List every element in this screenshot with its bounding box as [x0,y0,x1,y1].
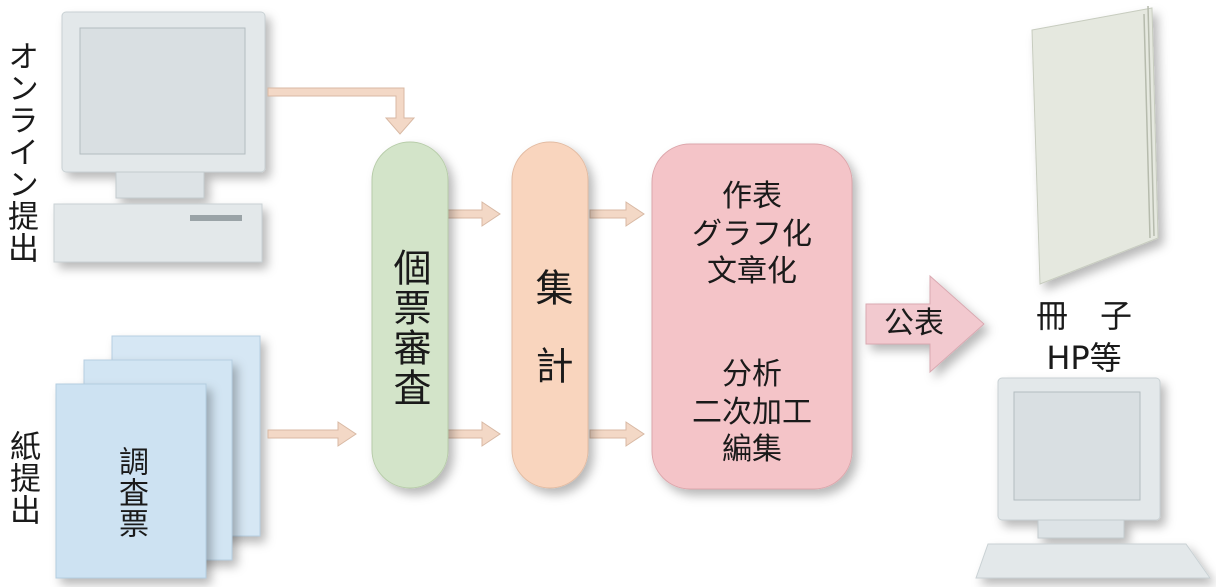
output-item: 分析 [722,357,782,392]
booklet-label: 冊 子 [1035,297,1132,335]
booklet-icon [1031,7,1159,285]
online-computer-icon [53,11,266,263]
hp-label: HP等 [1046,339,1122,377]
review-stage-label: 個票審査 [387,248,431,408]
arrow-online-to-review [267,87,416,135]
arrows [267,87,645,447]
publish-arrow [865,274,985,374]
output-item: 二次加工 [692,394,812,430]
aggregate-stage [511,141,589,489]
output-item: 文章化 [707,254,797,289]
outputs-top-list: 作表 グラフ化 文章化 [652,178,852,291]
paper-submission-label: 紙提出 [4,430,40,526]
arrow-aggregate-to-outputs-top [589,201,645,227]
paper-form-label: 調査票 [113,446,148,539]
outputs-stage [651,143,853,490]
arrow-paper-to-review [267,421,357,447]
hp-computer-icon [975,377,1211,579]
paper-forms-icon [55,335,261,579]
output-item: 編集 [722,432,782,467]
review-stage [371,141,449,489]
output-item: 作表 [722,179,782,214]
outputs-bottom-list: 分析 二次加工 編集 [652,356,852,469]
aggregate-stage-label: 集計 [529,268,573,424]
online-submission-label: オンライン提出 [2,40,38,264]
arrow-review-to-aggregate-bottom [445,421,501,447]
publish-label: 公表 [884,306,944,341]
arrow-review-to-aggregate-top [445,201,501,227]
output-item: グラフ化 [692,216,812,252]
arrow-aggregate-to-outputs-bottom [589,421,645,447]
